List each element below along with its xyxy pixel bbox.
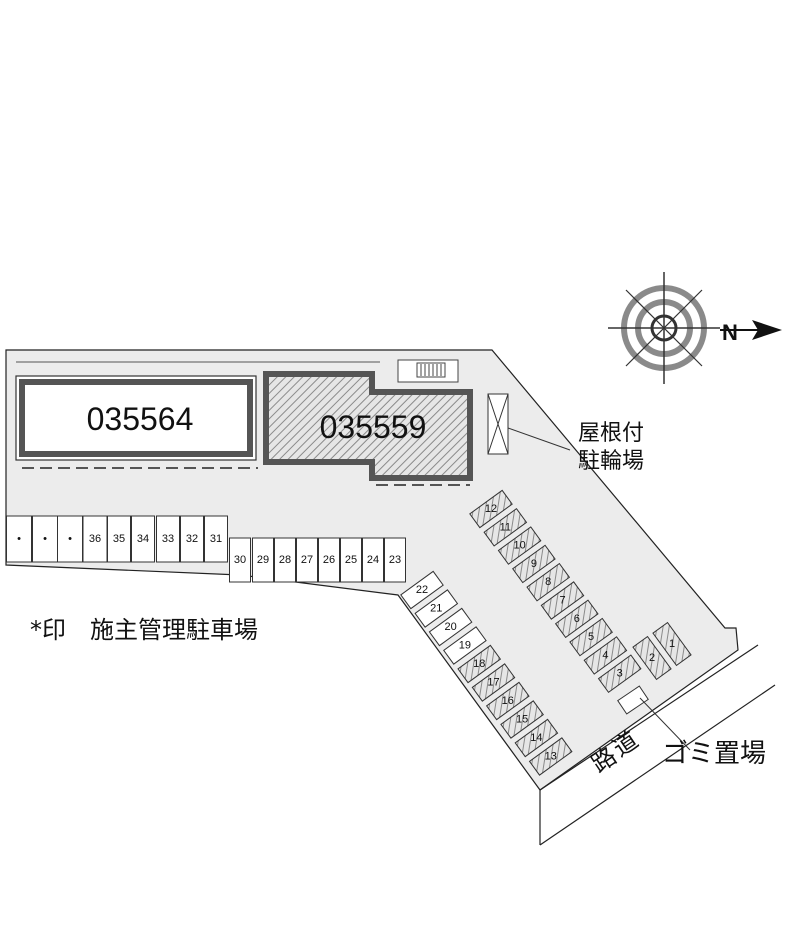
parking-spot: 4 bbox=[583, 636, 628, 675]
legend-text: *印 施主管理駐車場 bbox=[30, 616, 258, 644]
parking-spot: 2 bbox=[632, 635, 672, 681]
parking-spot-number: 36 bbox=[89, 533, 101, 545]
parking-spot: 6 bbox=[554, 599, 599, 639]
parking-spot-number: 2 bbox=[649, 652, 655, 664]
parking-spot: 26 bbox=[318, 537, 340, 583]
bicycle-parking bbox=[487, 393, 571, 455]
parking-spot: 3 bbox=[597, 654, 642, 694]
parking-spot: 28 bbox=[274, 537, 296, 583]
parking-spot: 10 bbox=[497, 526, 542, 565]
parking-spot-number: 33 bbox=[162, 533, 174, 545]
parking-spot-number: 10 bbox=[513, 540, 525, 552]
parking-spot-number: 3 bbox=[617, 668, 623, 680]
parking-spot: 17 bbox=[471, 663, 516, 702]
parking-spot-number: 19 bbox=[459, 640, 471, 652]
building-label: 035564 bbox=[87, 401, 194, 437]
parking-spot-number: 34 bbox=[137, 533, 149, 545]
parking-spot-number: 22 bbox=[416, 584, 428, 596]
parking-spot-number: 23 bbox=[389, 554, 401, 566]
parking-spot: 13 bbox=[528, 737, 573, 776]
parking-spot-number: 31 bbox=[210, 533, 222, 545]
parking-spot: • bbox=[32, 515, 58, 563]
bicycle-parking-label: 屋根付 bbox=[578, 421, 644, 446]
parking-spot: 12 bbox=[469, 489, 513, 529]
parking-spot: 29 bbox=[252, 537, 274, 583]
parking-spot-number: 17 bbox=[487, 677, 499, 689]
parking-spot-number: 32 bbox=[186, 533, 198, 545]
parking-spot: 32 bbox=[180, 515, 204, 563]
parking-spot-number: 6 bbox=[574, 613, 580, 625]
parking-spot: 24 bbox=[362, 537, 384, 583]
parking-spot-number: 20 bbox=[444, 621, 456, 633]
garbage-area bbox=[617, 685, 691, 751]
parking-spot-number: 13 bbox=[545, 751, 557, 763]
parking-spot-number: 1 bbox=[669, 638, 675, 650]
parking-spot: 16 bbox=[485, 681, 530, 721]
parking-spot-number: 8 bbox=[545, 576, 551, 588]
parking-spot-number: 4 bbox=[602, 649, 608, 661]
garbage-label: ゴミ置場 bbox=[662, 739, 766, 769]
parking-spot: 20 bbox=[428, 607, 473, 647]
parking-spot-number: 7 bbox=[559, 595, 565, 607]
parking-spot-number: 29 bbox=[257, 554, 269, 566]
building-035559: 035559 bbox=[263, 371, 473, 481]
bicycle-parking-label: 駐輪場 bbox=[578, 449, 644, 474]
parking-spot-number: 30 bbox=[234, 554, 246, 566]
parking-spot: 8 bbox=[526, 562, 571, 602]
compass-north-label: N bbox=[722, 320, 738, 345]
compass-icon: N bbox=[608, 272, 782, 384]
parking-spot: 1 bbox=[652, 621, 692, 667]
parking-spot: 27 bbox=[296, 537, 318, 583]
parking-spot: 31 bbox=[204, 515, 228, 563]
parking-spot-number: 24 bbox=[367, 554, 379, 566]
road bbox=[539, 644, 776, 846]
parking-spot-number: 16 bbox=[502, 695, 514, 707]
parking-spot: 19 bbox=[443, 626, 487, 665]
parking-spot: 11 bbox=[483, 507, 528, 547]
parking-spot-number: 18 bbox=[473, 658, 485, 670]
parking-spot: 33 bbox=[156, 515, 180, 563]
parking-spot-number: 26 bbox=[323, 554, 335, 566]
parking-spot: • bbox=[57, 515, 83, 563]
parking-spot-number: 15 bbox=[516, 714, 528, 726]
parking-spot: 7 bbox=[540, 581, 585, 620]
stairs bbox=[397, 359, 459, 383]
parking-spot-number: 28 bbox=[279, 554, 291, 566]
parking-spot-number: 14 bbox=[530, 732, 542, 744]
parking-spot: 23 bbox=[384, 537, 406, 583]
parking-spot: 15 bbox=[500, 700, 544, 739]
parking-spot-number: 25 bbox=[345, 554, 357, 566]
parking-spot-number: • bbox=[43, 533, 47, 545]
parking-spot-number: 11 bbox=[500, 521, 511, 533]
building-035564: 035564 bbox=[15, 375, 257, 461]
parking-spot-number: 9 bbox=[531, 558, 537, 570]
parking-spot: 34 bbox=[131, 515, 155, 563]
parking-spot-number: 21 bbox=[430, 603, 442, 615]
parking-spot-number: 27 bbox=[301, 554, 313, 566]
parking-spot-number: 12 bbox=[485, 503, 497, 515]
parking-spot: 35 bbox=[107, 515, 131, 563]
parking-spot: 30 bbox=[229, 537, 251, 583]
parking-spot-number: • bbox=[17, 533, 21, 545]
parking-spot: 18 bbox=[457, 644, 502, 684]
parking-spot: 14 bbox=[514, 718, 559, 758]
parking-spot-number: • bbox=[68, 533, 72, 545]
parking-spot: • bbox=[6, 515, 32, 563]
parking-spot: 5 bbox=[569, 617, 613, 657]
parking-spot-number: 35 bbox=[113, 533, 125, 545]
parking-spot: 21 bbox=[414, 589, 459, 628]
parking-spot-number: 5 bbox=[588, 631, 594, 643]
building-label: 035559 bbox=[320, 409, 427, 445]
parking-spot: 36 bbox=[82, 515, 108, 563]
parking-spot: 22 bbox=[400, 570, 444, 610]
parking-spot: 9 bbox=[512, 544, 556, 584]
parking-spot: 25 bbox=[340, 537, 362, 583]
